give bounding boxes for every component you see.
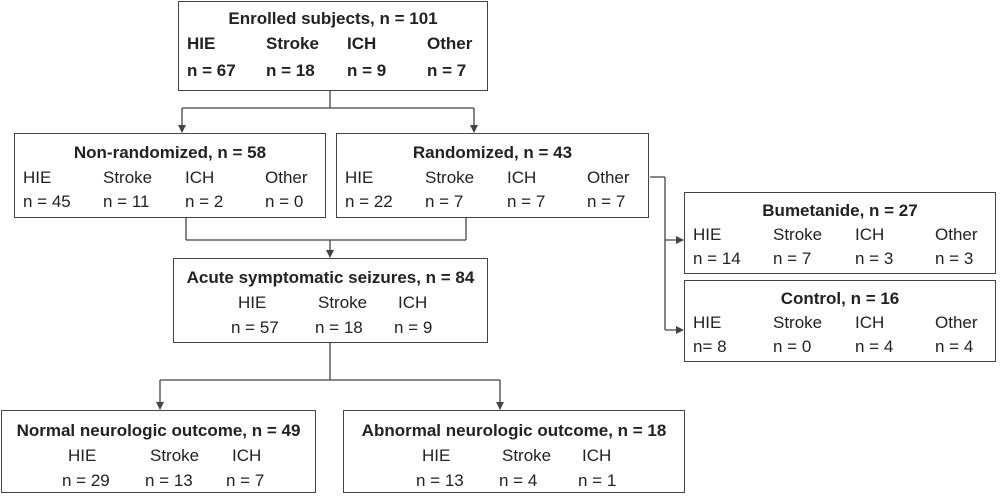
acute-seizures-label-ich: ICH — [398, 293, 428, 312]
bumetanide-label-hie: HIE — [693, 225, 722, 244]
enrolled-label-hie: HIE — [187, 34, 216, 53]
bumetanide-count-ich: n = 3 — [855, 249, 894, 268]
acute-seizures-count-hie: n = 57 — [231, 318, 279, 337]
bumetanide-count-hie: n = 14 — [693, 249, 741, 268]
control-label-hie: HIE — [693, 313, 722, 332]
control-label-other: Other — [935, 313, 978, 332]
acute-seizures-label-stroke: Stroke — [318, 293, 368, 312]
randomized-count-hie: n = 22 — [345, 192, 393, 211]
randomized-box: Randomized, n = 43 HIE Stroke ICH Other … — [336, 133, 649, 218]
abnormal-outcome-box: Abnormal neurologic outcome, n = 18 HIE … — [343, 410, 685, 493]
enrolled-title: Enrolled subjects, n = 101 — [228, 9, 438, 28]
abnormal-outcome-count-stroke: n = 4 — [499, 471, 538, 490]
normal-outcome-label-ich: ICH — [232, 446, 262, 465]
bumetanide-label-other: Other — [935, 225, 978, 244]
nonrandomized-count-stroke: n = 11 — [103, 192, 150, 211]
nonrandomized-box: Non-randomized, n = 58 HIE Stroke ICH Ot… — [14, 133, 326, 218]
randomized-label-stroke: Stroke — [425, 168, 475, 187]
randomized-label-ich: ICH — [507, 168, 537, 187]
nonrandomized-count-hie: n = 45 — [23, 192, 71, 211]
bumetanide-title: Bumetanide, n = 27 — [762, 201, 918, 220]
control-box: Control, n = 16 HIE Stroke ICH Other n= … — [684, 280, 996, 362]
acute-seizures-label-hie: HIE — [238, 293, 267, 312]
bumetanide-count-stroke: n = 7 — [773, 249, 812, 268]
acute-seizures-title: Acute symptomatic seizures, n = 84 — [186, 268, 475, 287]
bumetanide-box: Bumetanide, n = 27 HIE Stroke ICH Other … — [684, 192, 996, 274]
randomized-label-hie: HIE — [345, 168, 374, 187]
enrolled-count-hie: n = 67 — [187, 61, 236, 80]
bumetanide-label-stroke: Stroke — [773, 225, 823, 244]
control-title: Control, n = 16 — [780, 289, 900, 308]
control-label-ich: ICH — [855, 313, 885, 332]
enrolled-box: Enrolled subjects, n = 101 HIE Stroke IC… — [178, 1, 488, 91]
nonrandomized-label-other: Other — [265, 168, 308, 187]
abnormal-outcome-count-ich: n = 1 — [578, 471, 617, 490]
nonrandomized-count-ich: n = 2 — [185, 192, 224, 211]
normal-outcome-label-hie: HIE — [68, 446, 97, 465]
acute-seizures-box: Acute symptomatic seizures, n = 84 HIE S… — [173, 258, 488, 343]
acute-seizures-count-ich: n = 9 — [394, 318, 433, 337]
randomized-count-other: n = 7 — [587, 192, 626, 211]
normal-outcome-label-stroke: Stroke — [150, 446, 200, 465]
control-count-stroke: n = 0 — [773, 337, 812, 356]
normal-outcome-count-ich: n = 7 — [226, 471, 265, 490]
normal-outcome-title: Normal neurologic outcome, n = 49 — [16, 421, 301, 440]
normal-outcome-count-hie: n = 29 — [62, 471, 110, 490]
nonrandomized-label-hie: HIE — [23, 168, 52, 187]
control-count-ich: n = 4 — [855, 337, 894, 356]
bumetanide-label-ich: ICH — [855, 225, 885, 244]
abnormal-outcome-label-ich: ICH — [582, 446, 612, 465]
enrolled-label-stroke: Stroke — [266, 34, 319, 53]
enrolled-label-ich: ICH — [347, 34, 377, 53]
enrolled-count-other: n = 7 — [427, 61, 467, 80]
nonrandomized-title: Non-randomized, n = 58 — [73, 143, 267, 162]
normal-outcome-box: Normal neurologic outcome, n = 49 HIE St… — [1, 410, 316, 493]
acute-seizures-count-stroke: n = 18 — [315, 318, 363, 337]
abnormal-outcome-label-hie: HIE — [422, 446, 451, 465]
abnormal-outcome-label-stroke: Stroke — [502, 446, 552, 465]
randomized-label-other: Other — [587, 168, 630, 187]
enrolled-label-other: Other — [427, 34, 473, 53]
abnormal-outcome-title: Abnormal neurologic outcome, n = 18 — [361, 421, 667, 440]
randomized-title: Randomized, n = 43 — [412, 143, 573, 162]
control-count-hie: n= 8 — [693, 337, 727, 356]
enrolled-count-ich: n = 9 — [347, 61, 387, 80]
bumetanide-count-other: n = 3 — [935, 249, 974, 268]
nonrandomized-count-other: n = 0 — [265, 192, 304, 211]
enrolled-count-stroke: n = 18 — [266, 61, 315, 80]
randomized-count-stroke: n = 7 — [425, 192, 464, 211]
normal-outcome-count-stroke: n = 13 — [145, 471, 193, 490]
nonrandomized-label-stroke: Stroke — [103, 168, 153, 187]
randomized-count-ich: n = 7 — [507, 192, 546, 211]
nonrandomized-label-ich: ICH — [185, 168, 215, 187]
control-count-other: n = 4 — [935, 337, 974, 356]
abnormal-outcome-count-hie: n = 13 — [416, 471, 464, 490]
control-label-stroke: Stroke — [773, 313, 823, 332]
